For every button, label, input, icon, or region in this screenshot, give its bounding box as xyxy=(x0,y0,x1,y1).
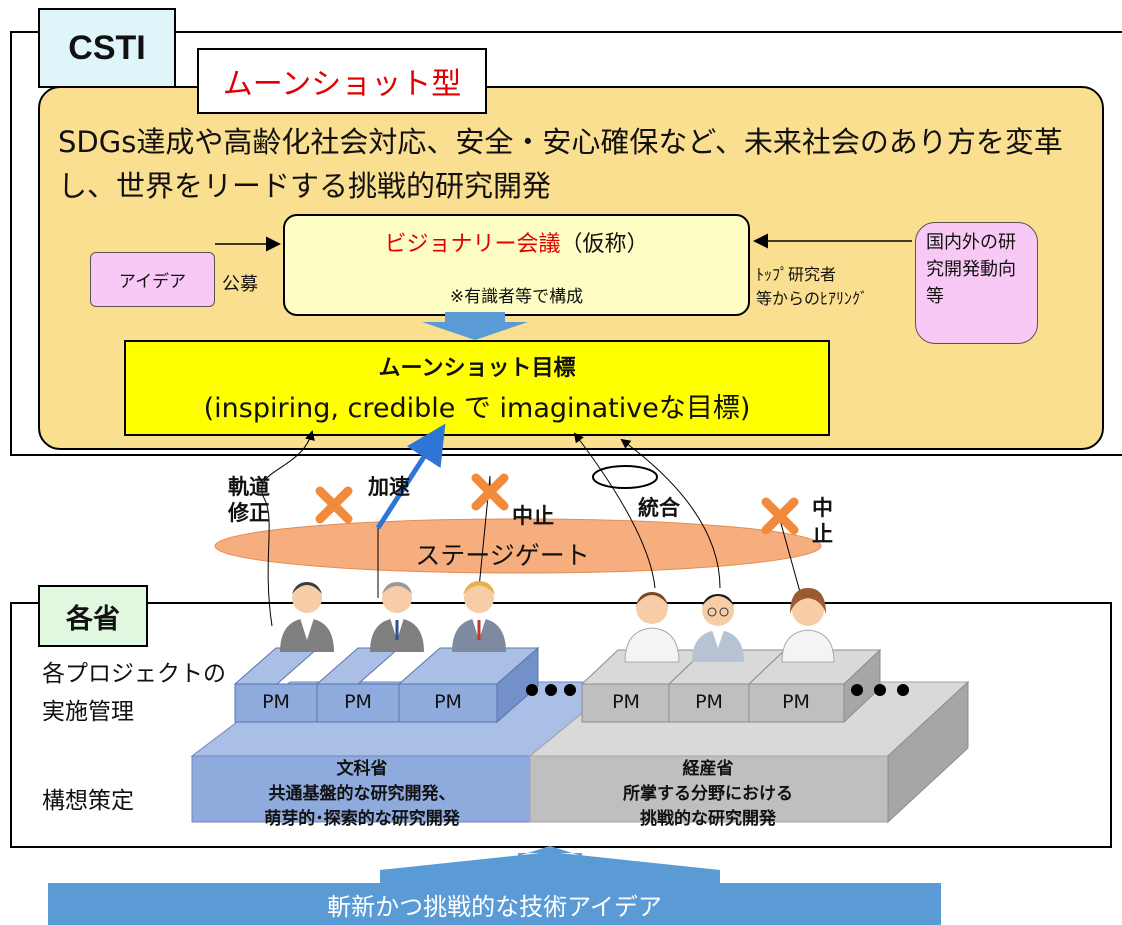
ellipsis-dots-meti xyxy=(851,684,909,696)
acceleration-label: 加速 xyxy=(368,475,410,499)
moonshot-goal-subtitle: (inspiring, credible で imaginativeな目標) xyxy=(203,393,751,424)
meeting-to-goal-arrow xyxy=(422,312,528,340)
merge-arrow-1 xyxy=(573,432,656,589)
meti-slab-front xyxy=(529,755,889,823)
merge-arrow-2 xyxy=(620,438,721,589)
merge-label: 統合 xyxy=(638,496,680,520)
pm-label: PM xyxy=(434,691,462,713)
stop-label-2-line-1: 中 xyxy=(812,496,833,520)
hearing-line-1: ﾄｯﾌﾟ研究者 xyxy=(756,265,837,284)
public-call-label: 公募 xyxy=(222,274,258,295)
stop-cross-3 xyxy=(761,497,799,535)
stage-gate-ellipse xyxy=(214,518,822,574)
csti-label: CSTI xyxy=(38,8,176,88)
visionary-meeting-title: ビジョナリー会議（仮称） xyxy=(283,226,750,258)
merge-ring xyxy=(592,465,658,489)
pm-label: PM xyxy=(612,691,640,713)
stop-label-2: 中 止 xyxy=(812,495,833,547)
mission-statement: SDGs達成や高齢化社会対応、安全・安心確保など、未来社会のあり方を変革し、世界… xyxy=(58,125,1063,203)
pm-block-3 xyxy=(398,683,498,723)
course-correction-line-2: 修正 xyxy=(228,501,270,525)
course-correction-arrow xyxy=(261,430,315,627)
course-correction-label: 軌道 修正 xyxy=(228,474,270,526)
meti-desc-2: 挑戦的な研究開発 xyxy=(640,809,776,829)
moonshot-goal-box xyxy=(124,340,830,436)
ideas-up-arrow xyxy=(380,852,720,883)
mext-desc-1: 共通基盤的な研究開発、 xyxy=(268,784,456,804)
pm-block-6 xyxy=(748,683,845,723)
stage-gate-label: ステージゲート xyxy=(415,541,590,570)
meti-desc-1: 所掌する分野における xyxy=(623,784,793,804)
ministries-label: 各省 xyxy=(38,585,148,647)
pm-block-1 xyxy=(234,683,318,723)
stop-cross-2 xyxy=(471,473,509,511)
tentative-name-suffix: （仮称） xyxy=(560,232,649,257)
stop-label-1: 中止 xyxy=(512,504,554,528)
idea-box: アイデア xyxy=(90,252,215,307)
stop-cross-1 xyxy=(315,486,353,524)
csti-frame xyxy=(10,31,1122,456)
pm-person-suit-glasses xyxy=(692,594,744,662)
visionary-meeting-box xyxy=(283,214,750,316)
visionary-meeting-name: ビジョナリー会議 xyxy=(384,232,561,257)
project-mgmt-line-2: 実施管理 xyxy=(42,699,134,725)
meti-name: 経産省 xyxy=(682,759,734,779)
moonshot-type-label: ムーンショット型 xyxy=(197,48,487,114)
acceleration-arrow xyxy=(375,423,446,530)
ellipsis-dots-mext xyxy=(526,684,576,696)
visionary-meeting-note: ※有識者等で構成 xyxy=(449,287,584,307)
meti-text: 経産省 所掌する分野における 挑戦的な研究開発 xyxy=(538,757,878,832)
pm-person-suit-3 xyxy=(452,581,506,652)
intl-trends-box: 国内外の研究開発動向等 xyxy=(915,222,1038,344)
mext-text: 文科省 共通基盤的な研究開発、 萌芽的･探索的な研究開発 xyxy=(192,757,532,832)
pm-person-labcoat-1 xyxy=(624,592,680,663)
pm-person-labcoat-2 xyxy=(781,588,835,663)
course-correction-line-1: 軌道 xyxy=(228,475,270,499)
pm-person-suit-1 xyxy=(280,582,334,652)
mext-desc-2: 萌芽的･探索的な研究開発 xyxy=(264,809,460,829)
moonshot-goal-title: ムーンショット目標 xyxy=(378,356,576,381)
stop-label-2-line-2: 止 xyxy=(812,522,833,546)
innovative-ideas-banner: 斬新かつ挑戦的な技術アイデア xyxy=(48,883,941,925)
pm-label: PM xyxy=(344,691,372,713)
concept-planning-label: 構想策定 xyxy=(42,788,134,814)
pm-label: PM xyxy=(782,691,810,713)
pm6-line xyxy=(779,519,801,593)
ministries-frame xyxy=(10,602,1112,848)
project-mgmt-line-1: 各プロジェクトの xyxy=(42,661,226,687)
pm-person-suit-2 xyxy=(370,582,424,652)
researcher-hearing-label: ﾄｯﾌﾟ研究者 等からのﾋｱﾘﾝｸﾞ xyxy=(756,263,868,311)
hearing-line-2: 等からのﾋｱﾘﾝｸﾞ xyxy=(756,289,869,308)
pm-block-4 xyxy=(581,683,670,723)
pm-label: PM xyxy=(262,691,290,713)
mext-slab-front xyxy=(191,755,531,823)
pm-label: PM xyxy=(695,691,723,713)
meti-slab-side xyxy=(887,680,969,824)
mext-name: 文科省 xyxy=(336,759,388,779)
project-mgmt-label: 各プロジェクトの 実施管理 xyxy=(42,655,226,731)
